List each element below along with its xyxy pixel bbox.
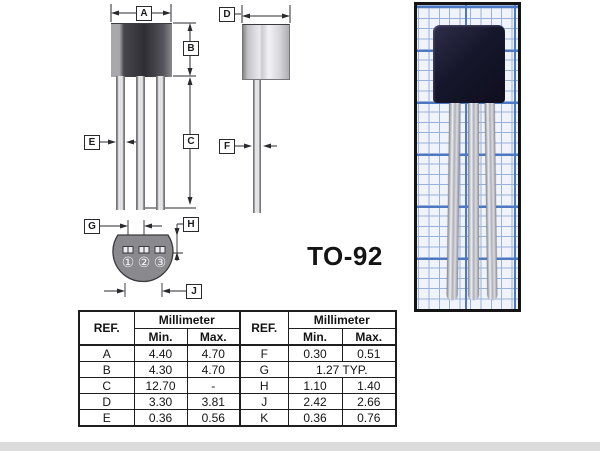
ref-cell: C (78, 377, 135, 394)
side-view-lead (253, 80, 261, 213)
dim-label-a: A (136, 6, 152, 21)
table-row: B 4.30 4.70 G 1.27 TYP. (78, 361, 397, 378)
package-photo (414, 2, 521, 312)
min-cell: 0.36 (287, 409, 343, 427)
photo-lead-2 (468, 100, 479, 300)
dim-label-j: J (186, 284, 202, 299)
max-cell: 3.81 (186, 393, 241, 410)
dim-label-d: D (219, 7, 235, 22)
ref-cell: E (78, 409, 135, 427)
pin-1-marker: ① (121, 254, 135, 270)
side-view-body (242, 24, 290, 80)
ref-cell: G (239, 361, 289, 378)
dim-label-g: G (84, 219, 100, 234)
max-cell: 1.40 (341, 377, 397, 394)
table-header-ref-right: REF. (239, 310, 289, 346)
min-cell: 4.30 (133, 361, 188, 378)
front-view-lead-2 (136, 76, 145, 210)
dim-label-h: H (183, 217, 199, 232)
max-cell: - (186, 377, 241, 394)
table-row: E 0.36 0.56 K 0.36 0.76 (78, 409, 397, 427)
table-row: D 3.30 3.81 J 2.42 2.66 (78, 393, 397, 410)
min-cell: 0.30 (287, 344, 343, 362)
min-cell: 1.10 (287, 377, 343, 394)
ref-cell: K (239, 409, 289, 427)
table-row: C 12.70 - H 1.10 1.40 (78, 377, 397, 394)
photo-lead-1 (446, 99, 461, 301)
max-cell: 0.56 (186, 409, 241, 427)
photo-transistor-body (433, 25, 505, 103)
min-cell: 12.70 (133, 377, 188, 394)
dim-label-b: B (183, 41, 199, 56)
min-cell: 3.30 (133, 393, 188, 410)
min-cell: 4.40 (133, 344, 188, 362)
dimension-table: REF. Millimeter REF. Millimeter Min. Max… (78, 310, 397, 427)
dim-label-e: E (84, 135, 100, 150)
bottom-edge-strip (0, 442, 600, 451)
front-view-body (111, 23, 172, 77)
max-cell: 0.51 (341, 344, 397, 362)
min-cell: 0.36 (133, 409, 188, 427)
ref-cell: H (239, 377, 289, 394)
package-name: TO-92 (307, 241, 383, 271)
table-row: A 4.40 4.70 F 0.30 0.51 (78, 344, 397, 362)
dim-label-f: F (219, 139, 235, 154)
front-view-lead-1 (116, 76, 125, 210)
ref-cell: F (239, 344, 289, 362)
table-header-unit-left: Millimeter (133, 310, 241, 329)
max-cell: 0.76 (341, 409, 397, 427)
dim-label-c: C (183, 134, 199, 149)
max-cell: 4.70 (186, 344, 241, 362)
ref-cell: A (78, 344, 135, 362)
ref-cell: D (78, 393, 135, 410)
table-header-ref-left: REF. (78, 310, 135, 346)
pin-2-marker: ② (137, 254, 151, 270)
max-cell: 4.70 (186, 361, 241, 378)
ref-cell: B (78, 361, 135, 378)
front-view-lead-3 (156, 76, 165, 210)
ref-cell: J (239, 393, 289, 410)
min-cell: 2.42 (287, 393, 343, 410)
typ-cell: 1.27 TYP. (287, 361, 397, 378)
table-header-min-left: Min. (133, 328, 188, 346)
table-header-min-right: Min. (287, 328, 343, 346)
table-header-max-right: Max. (341, 328, 397, 346)
table-header-max-left: Max. (186, 328, 241, 346)
photo-lead-3 (484, 99, 498, 301)
table-header-unit-right: Millimeter (287, 310, 397, 329)
pin-3-marker: ③ (153, 254, 167, 270)
max-cell: 2.66 (341, 393, 397, 410)
